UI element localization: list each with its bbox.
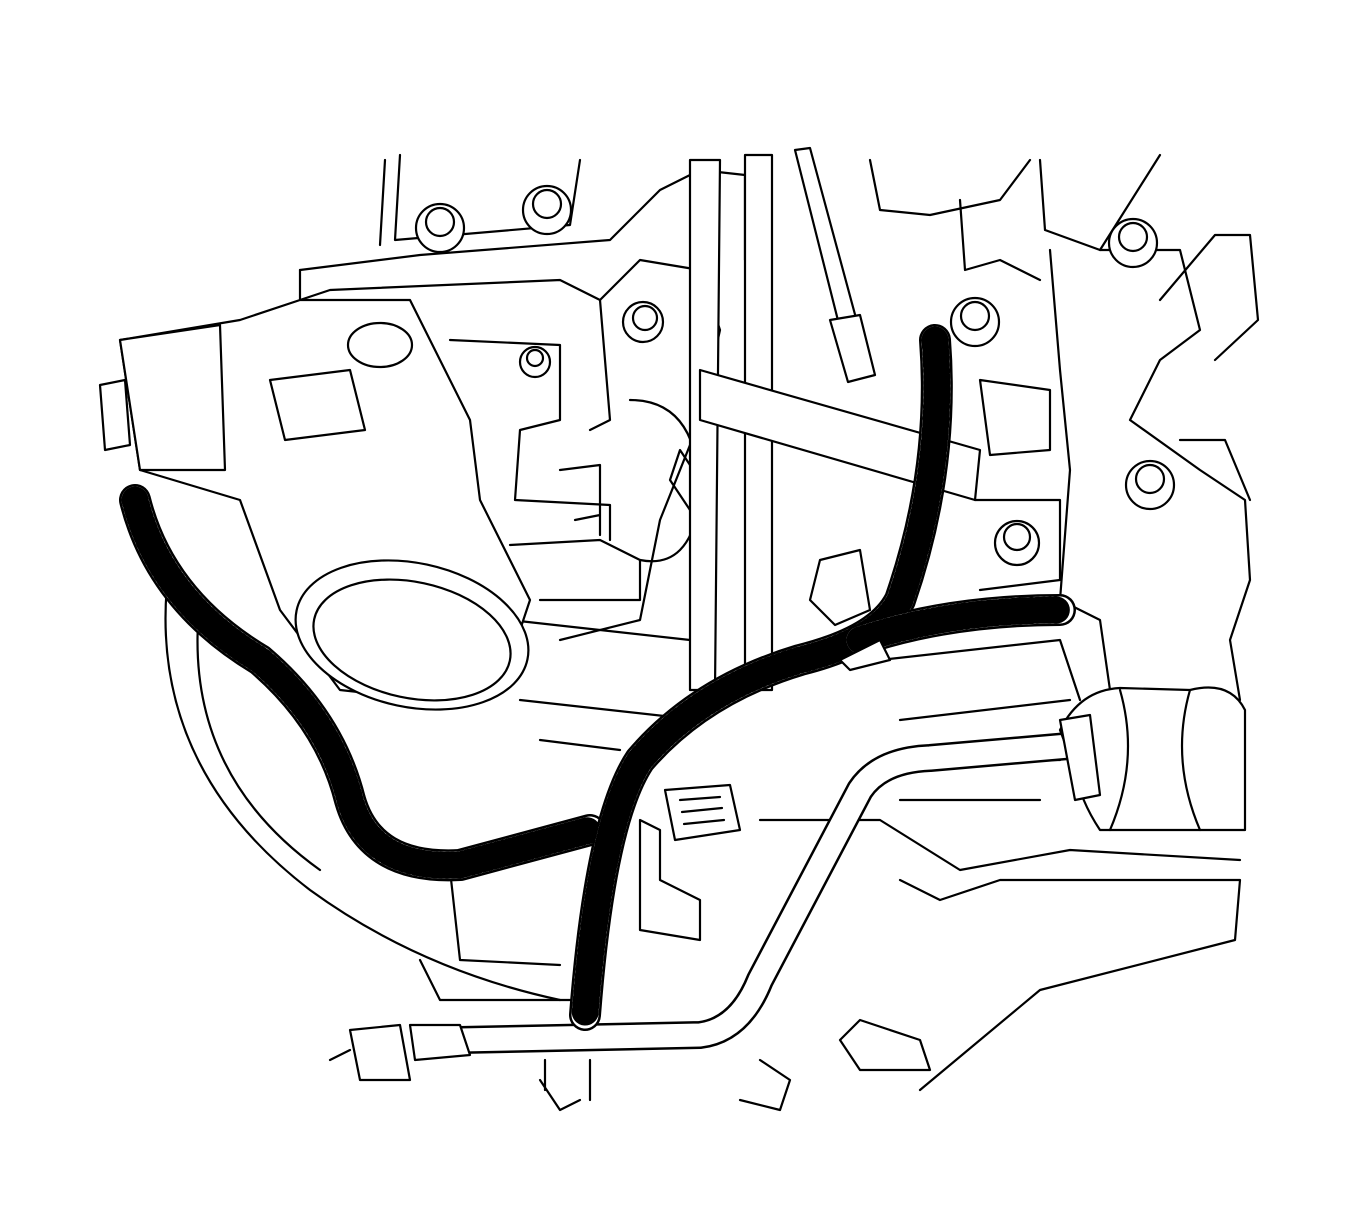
wiring-harness [119, 324, 1076, 1031]
sensor-connector-top [828, 313, 877, 384]
hose-boot [1058, 686, 1247, 832]
bolt-icon [521, 184, 573, 236]
coolant-pipe [408, 731, 1082, 1062]
drive-belt-outline [164, 558, 562, 1002]
bracket [698, 368, 982, 502]
bolt-icon [993, 519, 1041, 567]
bolt-icon [518, 345, 552, 379]
connector-center [808, 548, 892, 672]
bolt-icon [1124, 459, 1176, 511]
drive-belt-inner [196, 598, 322, 872]
bolt-icon [621, 300, 665, 344]
throttle-body [98, 298, 532, 711]
harness-left-branch [119, 484, 606, 882]
bolt-icon [414, 202, 466, 254]
bolt-icon [949, 296, 1001, 348]
throttle-bore-port [346, 321, 414, 369]
bolts [414, 184, 1176, 567]
bolt-icon [1107, 217, 1159, 269]
harness-lower-branch [844, 594, 1076, 656]
connector-lower [663, 783, 742, 842]
harness-right-branch [569, 324, 953, 1031]
